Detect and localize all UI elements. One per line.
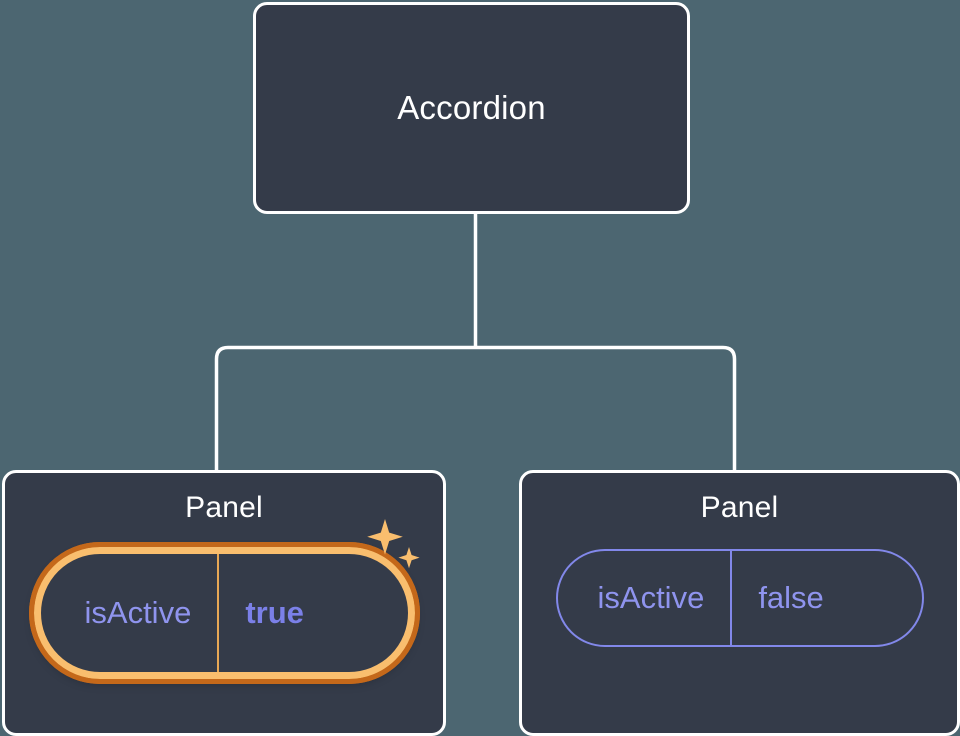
node-panel-active[interactable]: Panel isActive true [2,470,446,736]
prop-pill-inactive-wrap: isActive false [522,549,957,647]
node-accordion-label: Accordion [397,89,546,126]
prop-pill-isactive-true[interactable]: isActive true [28,542,420,684]
node-panel-inactive-label: Panel [700,491,779,524]
prop-value: true [217,554,348,672]
prop-pill-isactive-false[interactable]: isActive false [555,549,924,647]
prop-value: false [730,551,863,645]
node-accordion[interactable]: Accordion [253,2,690,214]
prop-key: isActive [597,580,705,615]
prop-pill-active-wrap: isActive true [5,519,443,684]
prop-key: isActive [84,595,192,630]
node-panel-inactive[interactable]: Panel isActive false [519,470,960,736]
node-panel-active-label: Panel [185,491,263,524]
